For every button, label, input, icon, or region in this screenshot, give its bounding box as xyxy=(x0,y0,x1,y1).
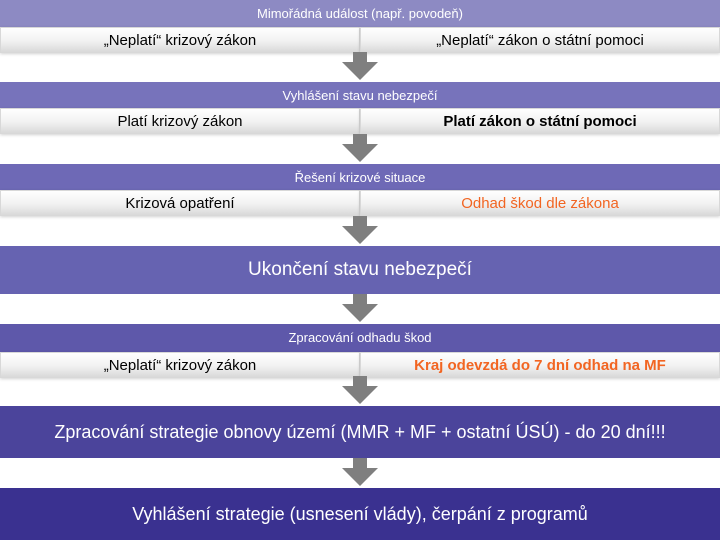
region-submits-estimate-label: Kraj odevzdá do 7 dní odhad na MF xyxy=(414,356,666,374)
emergency-end-stage: Ukončení stavu nebezpečí xyxy=(0,246,720,294)
crisis-law-applies-label: Platí krizový zákon xyxy=(117,112,243,130)
emergency-declaration-title: Vyhlášení stavu nebezpečí xyxy=(282,88,438,103)
state-aid-law-applies: Platí zákon o státní pomoci xyxy=(360,108,720,134)
state-aid-law-not-applied-label: „Neplatí“ zákon o státní pomoci xyxy=(436,31,644,49)
region-submits-estimate: Kraj odevzdá do 7 dní odhad na MF xyxy=(360,352,720,378)
damage-estimate-by-law-label: Odhad škod dle zákona xyxy=(461,194,619,212)
crisis-law-not-applied: „Neplatí“ krizový zákon xyxy=(0,27,360,53)
crisis-measures-label: Krizová opatření xyxy=(125,194,235,212)
crisis-law-not-applied-2: „Neplatí“ krizový zákon xyxy=(0,352,360,378)
down-arrow-2 xyxy=(342,134,378,162)
recovery-strategy-stage: Zpracování strategie obnovy území (MMR +… xyxy=(0,406,720,458)
down-arrow-6 xyxy=(342,458,378,486)
damage-estimate-processing-title: Zpracování odhadu škod xyxy=(288,330,432,345)
down-arrow-4 xyxy=(342,294,378,322)
down-arrow-3 xyxy=(342,216,378,244)
damage-estimate-by-law: Odhad škod dle zákona xyxy=(360,190,720,216)
state-aid-law-not-applied: „Neplatí“ zákon o státní pomoci xyxy=(360,27,720,53)
strategy-declaration-stage: Vyhlášení strategie (usnesení vlády), če… xyxy=(0,488,720,540)
crisis-law-applies: Platí krizový zákon xyxy=(0,108,360,134)
event-stage-title: Mimořádná událost (např. povodeň) xyxy=(257,6,463,21)
crisis-measures: Krizová opatření xyxy=(0,190,360,216)
crisis-resolution-title: Řešení krizové situace xyxy=(294,170,426,185)
down-arrow-5 xyxy=(342,376,378,404)
recovery-strategy-title: Zpracování strategie obnovy území (MMR +… xyxy=(54,421,666,442)
state-aid-law-applies-label: Platí zákon o státní pomoci xyxy=(443,112,637,130)
strategy-declaration-title: Vyhlášení strategie (usnesení vlády), če… xyxy=(132,503,588,524)
crisis-law-not-applied-2-label: „Neplatí“ krizový zákon xyxy=(103,356,257,374)
down-arrow-1 xyxy=(342,52,378,80)
crisis-law-not-applied-label: „Neplatí“ krizový zákon xyxy=(103,31,257,49)
emergency-end-title: Ukončení stavu nebezpečí xyxy=(248,259,472,280)
